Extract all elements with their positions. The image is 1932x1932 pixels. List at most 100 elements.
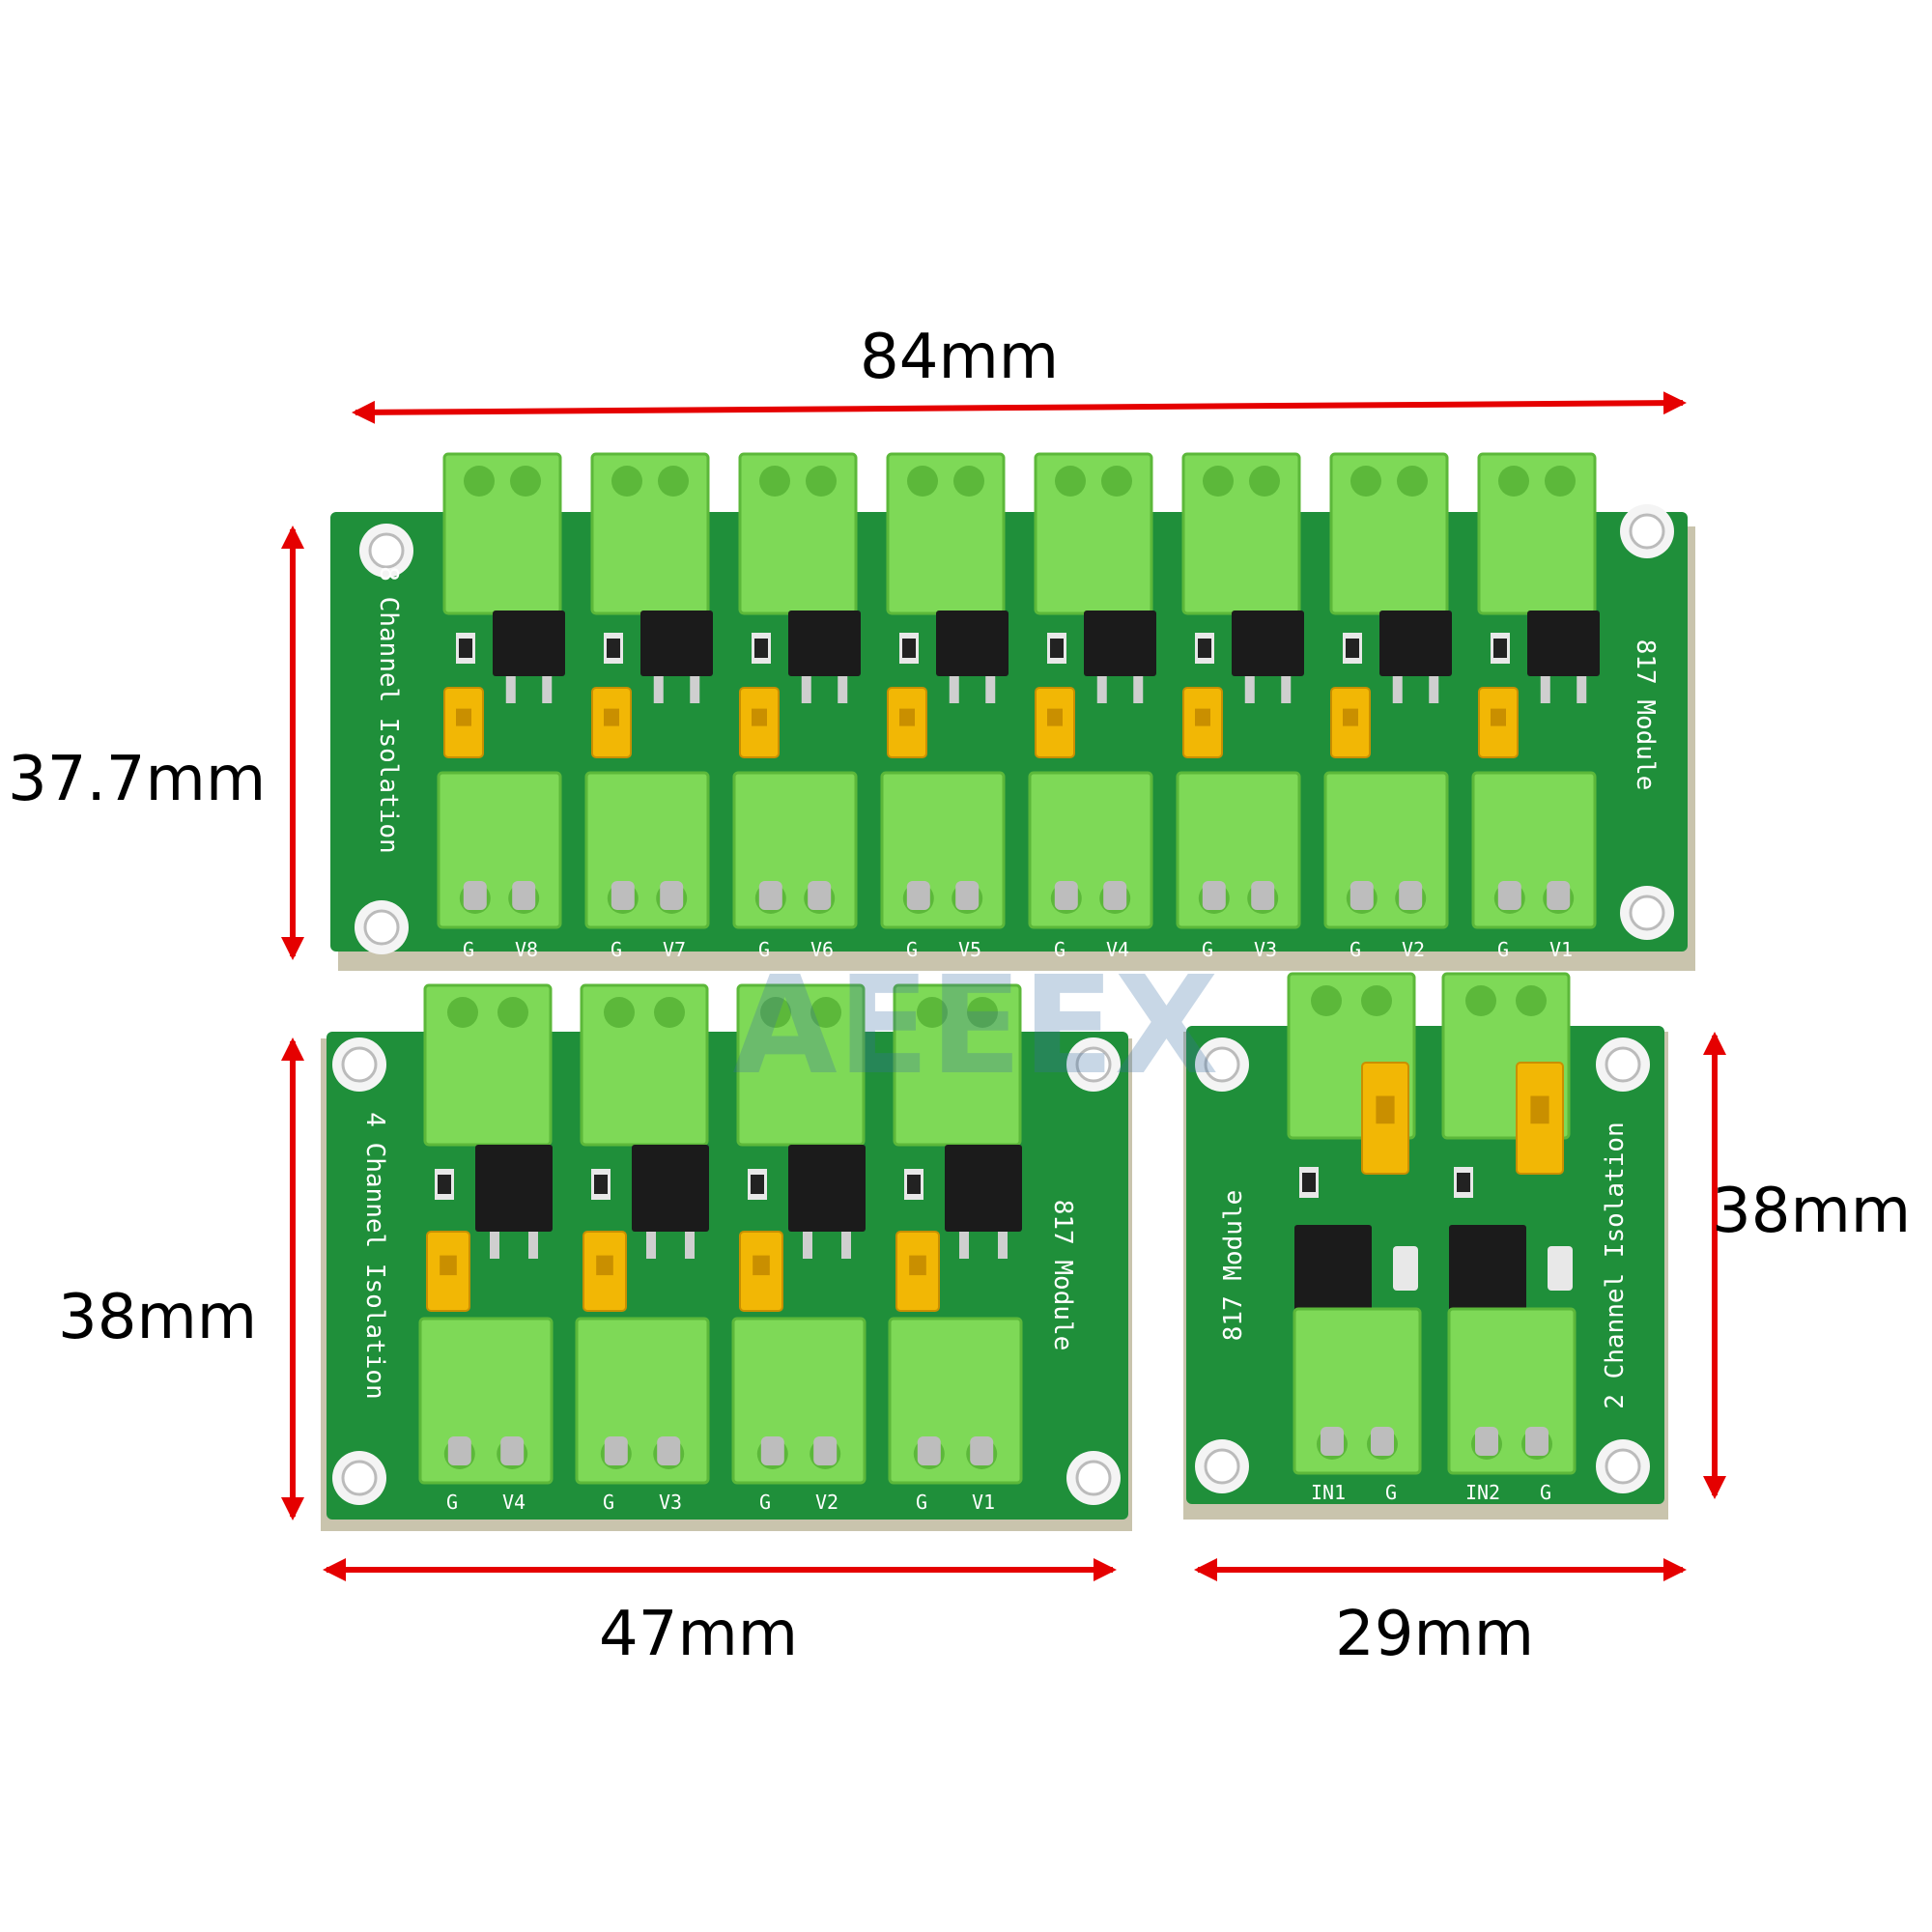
optocoupler-chip xyxy=(1232,611,1304,703)
screw-terminal xyxy=(580,983,709,1147)
mounting-hole xyxy=(332,1451,386,1505)
screw-terminal xyxy=(1028,771,1153,929)
jumper-cap xyxy=(895,1231,940,1312)
module-label: 817 Module xyxy=(1219,1190,1248,1342)
pcb xyxy=(1186,1026,1664,1504)
smd-resistor xyxy=(1491,633,1510,664)
screw-terminal xyxy=(1323,771,1449,929)
mounting-hole xyxy=(1195,1439,1249,1493)
pin-label-v: V3 xyxy=(1254,938,1277,961)
dimension-84mm: 84mm xyxy=(860,322,1060,393)
jumper-cap xyxy=(1035,687,1075,758)
pin-label-v: V8 xyxy=(515,938,538,961)
screw-terminal xyxy=(736,983,866,1147)
smd-led xyxy=(1393,1246,1418,1291)
optocoupler-chip xyxy=(1379,611,1452,703)
jumper-cap xyxy=(591,687,632,758)
pin-label-g: G xyxy=(916,1491,927,1514)
pin-label-v: V2 xyxy=(815,1491,838,1514)
pin-label-g: G xyxy=(1350,938,1361,961)
pin-label-v: V1 xyxy=(1549,938,1573,961)
dimension-38mm-right: 38mm xyxy=(1712,1176,1912,1247)
mounting-hole xyxy=(1596,1037,1650,1092)
smd-resistor xyxy=(1343,633,1362,664)
smd-resistor xyxy=(604,633,623,664)
pin-label-v: V4 xyxy=(1106,938,1129,961)
screw-terminal xyxy=(1176,771,1301,929)
screw-terminal xyxy=(1181,452,1301,615)
smd-resistor xyxy=(591,1169,611,1200)
optocoupler-chip xyxy=(632,1145,709,1259)
screw-terminal xyxy=(886,452,1006,615)
jumper-cap xyxy=(1478,687,1519,758)
optocoupler-chip xyxy=(945,1145,1022,1259)
pin-label-in: IN1 xyxy=(1311,1481,1346,1504)
jumper-cap xyxy=(1516,1062,1564,1175)
screw-terminal xyxy=(1471,771,1597,929)
jumper-cap xyxy=(426,1231,470,1312)
pin-label-g: G xyxy=(463,938,474,961)
pin-label-g: G xyxy=(758,938,770,961)
pin-label-v: V2 xyxy=(1402,938,1425,961)
channel: G V1 xyxy=(888,983,1023,1514)
mounting-hole xyxy=(1620,504,1674,558)
optocoupler-chip xyxy=(788,611,861,703)
mounting-hole xyxy=(332,1037,386,1092)
pin-label-in: IN2 xyxy=(1465,1481,1500,1504)
jumper-cap xyxy=(1361,1062,1409,1175)
pin-label-g: G xyxy=(1202,938,1213,961)
screw-terminal xyxy=(584,771,710,929)
smd-resistor xyxy=(752,633,771,664)
smd-resistor xyxy=(1047,633,1066,664)
optocoupler-chip xyxy=(640,611,713,703)
jumper-cap xyxy=(739,1231,783,1312)
mounting-hole xyxy=(1620,886,1674,940)
channel: IN2 G xyxy=(1441,972,1577,1504)
channel: G V8 xyxy=(437,452,565,961)
mounting-hole xyxy=(359,524,413,578)
pin-label-g: G xyxy=(603,1491,614,1514)
arrow-84mm xyxy=(352,391,1687,424)
channel: G V2 xyxy=(1323,452,1452,961)
screw-terminal xyxy=(418,1317,554,1485)
jumper-cap xyxy=(582,1231,627,1312)
screw-terminal xyxy=(437,771,562,929)
board-title: 2 Channel Isolation xyxy=(1601,1122,1630,1408)
pin-label-v: V5 xyxy=(958,938,981,961)
smd-resistor xyxy=(456,633,475,664)
pin-label-g: G xyxy=(1054,938,1065,961)
mounting-hole xyxy=(355,900,409,954)
pin-label-g: G xyxy=(1540,1481,1551,1504)
optocoupler-chip xyxy=(936,611,1009,703)
jumper-cap xyxy=(887,687,927,758)
dimension-47mm: 47mm xyxy=(599,1599,799,1670)
pin-label-v: V4 xyxy=(502,1491,526,1514)
mounting-hole xyxy=(1066,1037,1121,1092)
optocoupler-chip xyxy=(1527,611,1600,703)
screw-terminal xyxy=(1293,1307,1422,1475)
pin-label-v: V7 xyxy=(663,938,686,961)
screw-terminal xyxy=(590,452,710,615)
screw-terminal xyxy=(1329,452,1449,615)
screw-terminal xyxy=(738,452,858,615)
pin-label-v: V1 xyxy=(972,1491,995,1514)
pin-label-g: G xyxy=(759,1491,771,1514)
mounting-hole xyxy=(1596,1439,1650,1493)
pin-label-g: G xyxy=(1497,938,1509,961)
screw-terminal xyxy=(731,1317,867,1485)
screw-terminal xyxy=(1477,452,1597,615)
screw-terminal xyxy=(1447,1307,1577,1475)
dimension-38mm-left: 38mm xyxy=(58,1282,258,1353)
screw-terminal xyxy=(442,452,562,615)
jumper-cap xyxy=(443,687,484,758)
smd-resistor xyxy=(899,633,919,664)
smd-resistor xyxy=(904,1169,923,1200)
optocoupler-chip xyxy=(788,1145,866,1259)
screw-terminal xyxy=(893,983,1022,1147)
jumper-cap xyxy=(1330,687,1371,758)
module-label: 817 Module xyxy=(1631,639,1660,791)
